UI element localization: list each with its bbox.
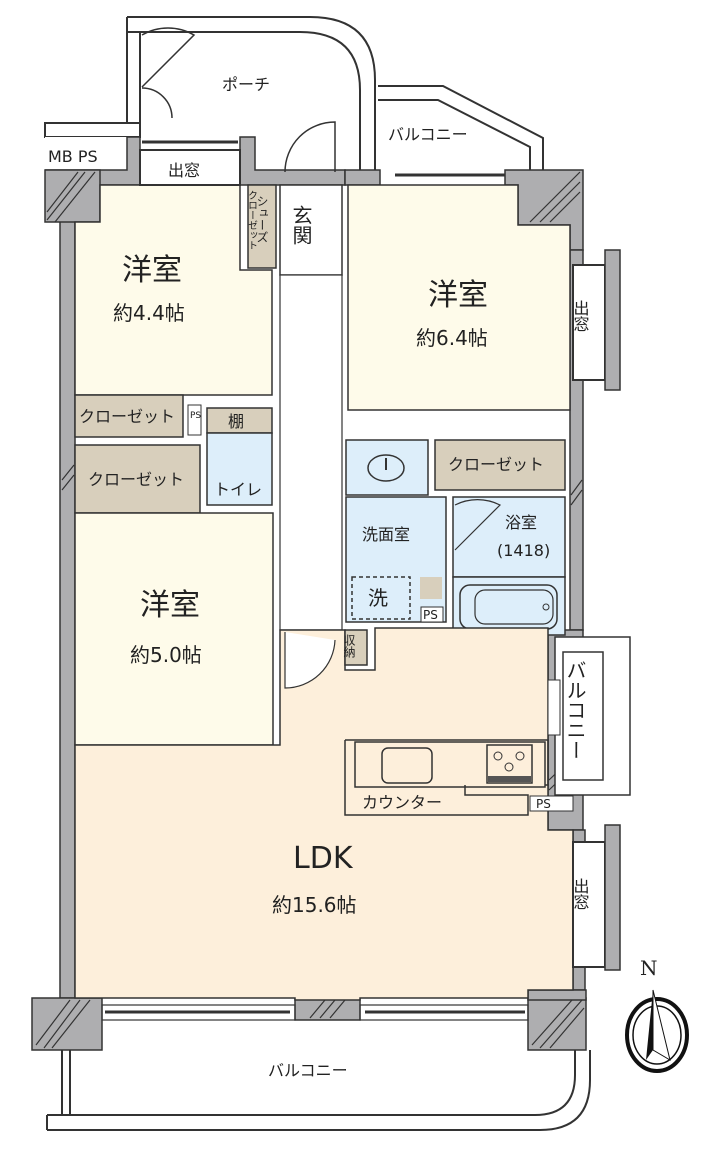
compass-icon	[625, 989, 689, 1073]
storage-label: 収納	[342, 634, 356, 658]
ldk-size: 約15.6帖	[272, 893, 357, 917]
washer-label: 洗	[368, 586, 388, 610]
shoes-closet-label-2: クローゼット	[246, 190, 258, 250]
bay-window-right-1-label: 出窓	[571, 300, 590, 332]
washroom	[345, 496, 447, 623]
mb-ps-cap	[44, 122, 141, 138]
kitchen-sink-icon	[381, 747, 433, 784]
storage	[344, 629, 368, 666]
closet-3-label: クローゼット	[448, 455, 544, 474]
western-room-2-label: 洋室	[428, 278, 488, 313]
stove-icon	[486, 744, 533, 784]
balcony-bottom-label: バルコニー	[268, 1061, 348, 1080]
mb-ps	[45, 137, 127, 170]
closet-1-label: クローゼット	[79, 407, 175, 426]
ps-1-label: PS	[190, 411, 201, 421]
washer-space	[351, 576, 411, 620]
kitchen-counter	[344, 739, 549, 816]
mb-ps-label: MB PS	[48, 147, 98, 166]
compass-north-label: N	[640, 956, 658, 980]
bay-window-right-2	[572, 841, 606, 968]
washroom-label: 洗面室	[362, 525, 410, 544]
shelf-label: 棚	[228, 412, 244, 431]
ps-2	[420, 606, 444, 623]
western-room-3	[74, 512, 274, 746]
ps-3	[529, 795, 574, 812]
bathroom-label: 浴室	[505, 513, 537, 532]
bay-window-right-1	[572, 264, 606, 381]
bay-window-top-label: 出窓	[168, 161, 200, 180]
balcony-top	[378, 85, 544, 170]
ps-1	[187, 404, 202, 436]
ps-2-label: PS	[423, 608, 438, 622]
shoes-closet-label-1: シューズ	[255, 195, 269, 243]
closet-1	[74, 394, 184, 438]
western-room-2	[347, 184, 571, 411]
western-room-3-label: 洋室	[140, 588, 200, 623]
wall-hatching	[35, 171, 585, 1049]
porch	[126, 16, 376, 170]
shelf	[206, 407, 273, 434]
closet-2	[74, 444, 201, 514]
western-room-1-label: 洋室	[122, 253, 182, 288]
ldk-label: LDK	[293, 841, 354, 876]
western-room-3-size: 約5.0帖	[130, 643, 202, 667]
entrance	[279, 184, 343, 276]
balcony-bottom	[46, 1050, 591, 1131]
bathroom-size: (1418)	[497, 541, 550, 560]
toilet	[206, 432, 273, 506]
toilet-label: トイレ	[214, 480, 262, 499]
shoes-closet	[247, 184, 277, 269]
western-room-2-size: 約6.4帖	[416, 326, 488, 350]
sink-icon	[367, 454, 405, 482]
bay-window-top	[139, 149, 241, 186]
entrance-label: 玄関	[289, 205, 313, 245]
porch-label: ポーチ	[222, 75, 270, 94]
closet-2-label: クローゼット	[88, 470, 184, 489]
bay-window-right-2-label: 出窓	[571, 878, 590, 910]
hallway	[279, 274, 343, 631]
balcony-side-label: バルコニー	[563, 660, 587, 760]
balcony-top-label: バルコニー	[388, 125, 468, 144]
closet-3	[434, 439, 566, 491]
western-room-1-size: 約4.4帖	[113, 301, 185, 325]
western-room-1	[74, 184, 273, 396]
bathroom	[452, 496, 566, 578]
ps-3-label: PS	[536, 797, 551, 811]
counter-label: カウンター	[362, 793, 442, 812]
